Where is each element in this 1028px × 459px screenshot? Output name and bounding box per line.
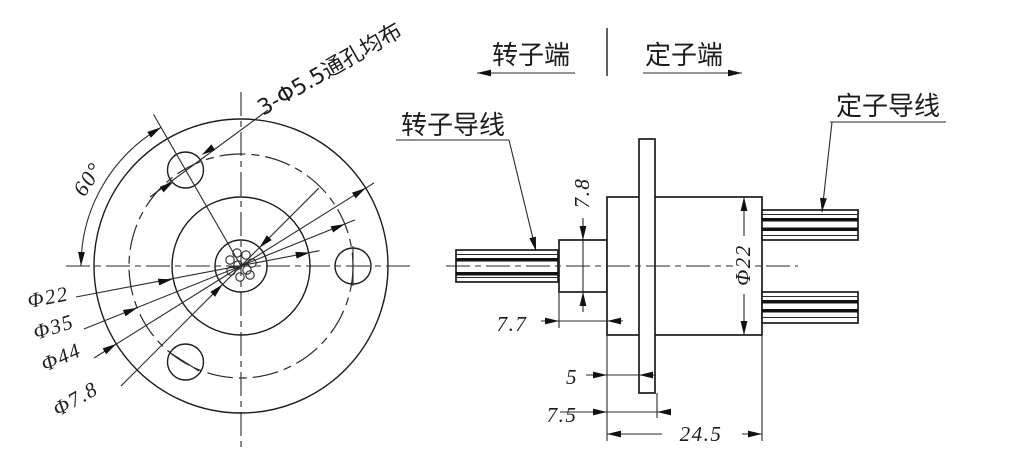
dim-boss-len: 7.7: [497, 312, 623, 336]
end-header: 转子端 定子端: [477, 28, 742, 77]
dim-label-flange-gap: 5: [566, 365, 578, 389]
side-view: 转子端 定子端: [396, 28, 946, 446]
dim-body-dia: Φ22: [731, 197, 755, 335]
dim-label-boss-len: 7.7: [497, 312, 528, 336]
dim-flange-gap: 5: [566, 365, 656, 389]
rotor-end-label: 转子端: [492, 41, 570, 71]
flange-outer-circle: [93, 118, 389, 414]
dia-label-7-8: Φ7.8: [49, 376, 103, 421]
dia-label-22: Φ22: [25, 281, 70, 312]
dim-label-flange-offset: 7.5: [547, 403, 578, 427]
angle-dimension-60: 60°: [68, 124, 163, 267]
shaft-circle: [214, 239, 268, 293]
side-geometry: [446, 138, 859, 394]
right-arrow-icon: [728, 69, 742, 77]
hole-note-label: 3-Φ5.5通孔均布: [254, 18, 407, 121]
dia-dim-35: Φ35: [30, 219, 356, 345]
dim-flange-offset: 7.5: [547, 403, 671, 427]
dim-body-len: 24.5: [607, 422, 762, 446]
front-view: 60° 3-Φ5.5通孔均布 Φ22 Φ35 Φ44: [25, 18, 412, 448]
dim-label-body-len: 24.5: [680, 422, 723, 446]
rotor-wire-leader: 转子导线: [396, 111, 540, 252]
stator-wire-label: 定子导线: [836, 92, 940, 122]
stator-wire-leader: 定子导线: [818, 92, 946, 213]
dim-label-boss-dia: 7.8: [570, 178, 594, 209]
stator-wire-bundle-top: [761, 209, 859, 241]
extension-lines: [558, 292, 763, 441]
rotor-wire-label: 转子导线: [401, 111, 505, 141]
dim-label-body-dia: Φ22: [731, 244, 755, 286]
hole-note-leader: 3-Φ5.5通孔均布: [149, 18, 407, 198]
front-centerlines: [66, 92, 412, 448]
bolt-holes: [166, 151, 372, 381]
body-circle: [171, 196, 311, 336]
hole-radial-line: [153, 114, 242, 267]
angle-label: 60°: [68, 157, 108, 200]
stator-wire-bundle-bottom: [761, 291, 859, 324]
stator-end-label: 定子端: [645, 41, 723, 71]
dia-label-44: Φ44: [37, 338, 85, 377]
left-arrow-icon: [477, 69, 491, 77]
dim-boss-dia: 7.8: [570, 178, 594, 312]
